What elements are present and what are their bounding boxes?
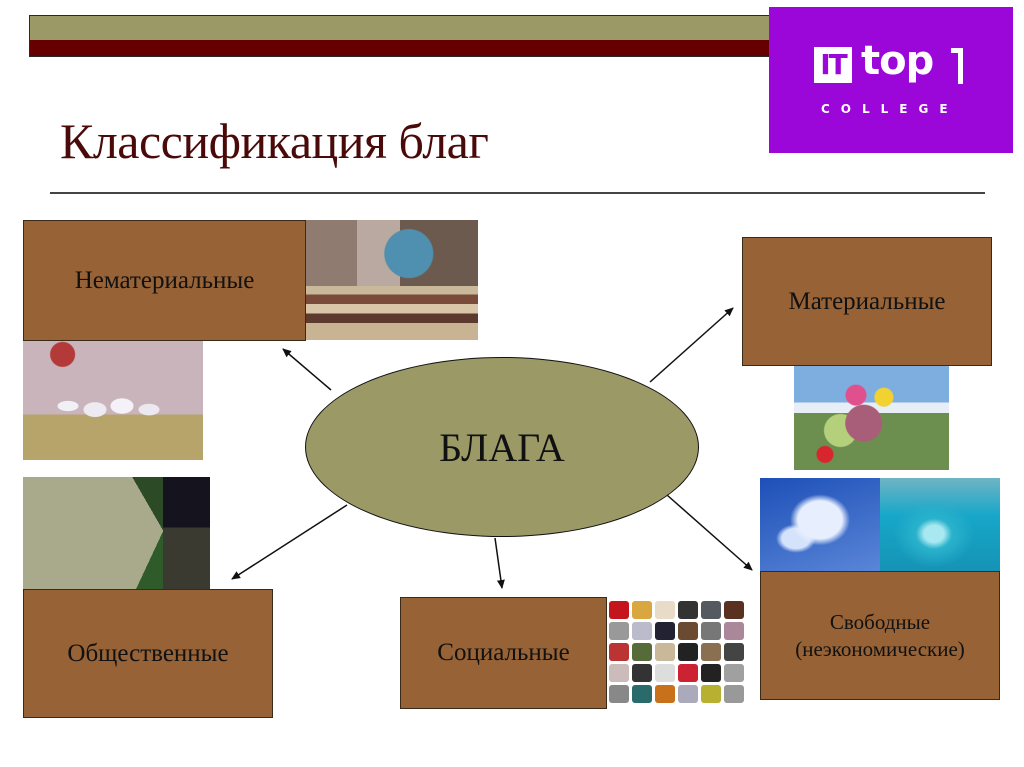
books-globe-image [305, 220, 478, 340]
logo-it-mark: IT [814, 47, 852, 83]
header-band-maroon [29, 40, 781, 57]
logo-top-text: top [861, 38, 934, 84]
ballet-image [23, 340, 203, 460]
fruits-image [794, 366, 949, 470]
arrow-to-free [666, 494, 753, 571]
water-image [880, 478, 1000, 571]
slide-title: Классификация благ [60, 113, 489, 169]
center-label: БЛАГА [439, 424, 565, 470]
node-free-label-line2: (неэкономические) [795, 636, 965, 661]
node-social: Социальные [400, 597, 607, 709]
node-free: Свободные (неэкономические) [760, 571, 1000, 700]
node-free-label-line1: Свободные [829, 610, 931, 635]
title-divider [50, 192, 985, 194]
node-social-label: Социальные [437, 639, 570, 667]
node-material: Материальные [742, 237, 992, 366]
logo-college-text: COLLEGE [821, 102, 959, 116]
logo-bracket-icon [951, 48, 963, 84]
products-image [605, 597, 748, 707]
arrow-to-social [494, 537, 505, 589]
node-intangible: Нематериальные [23, 220, 306, 341]
center-ellipse-goods: БЛАГА [305, 357, 699, 537]
node-public-label: Общественные [67, 639, 229, 667]
it-top-college-logo: IT top COLLEGE [769, 7, 1013, 153]
node-public: Общественные [23, 589, 273, 718]
sky-clouds-image [760, 478, 880, 571]
node-intangible-label: Нематериальные [74, 266, 255, 294]
night-road-image [23, 477, 210, 589]
node-material-label: Материальные [788, 287, 946, 315]
arrow-to-intangible [282, 348, 332, 391]
arrow-to-public [231, 504, 348, 580]
arrow-to-material [649, 307, 734, 383]
header-band-olive [29, 15, 781, 41]
